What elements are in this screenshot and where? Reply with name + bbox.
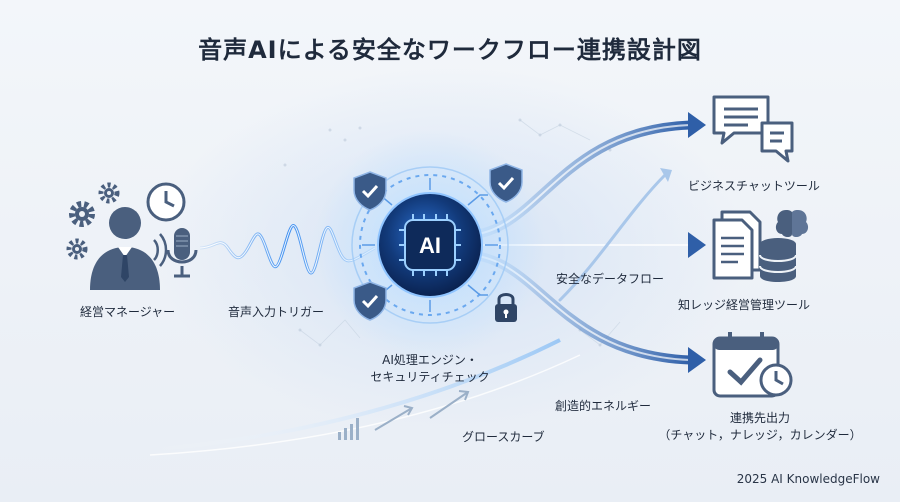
ai-chip-pins [399,214,461,276]
gear-icon [69,201,95,227]
chat-icon [712,95,794,163]
knowledge-tool-label: 知レッジ経営管理ツール [678,298,811,312]
voice-trigger-label: 音声入力トリガー [228,305,325,319]
shield-icon [489,163,523,203]
ai-core-ring-dashed [359,174,501,316]
growth-curve [149,338,561,452]
shield-icon [353,281,387,321]
growth-curve-label: グロースカーブ [462,430,545,444]
ai-badge-text: AI [419,233,441,258]
output-label-line1: 連携先出力 [729,411,790,425]
flow-arrow-small [558,173,667,302]
microphone-icon [166,228,198,278]
sound-wave-icon [153,233,168,267]
gear-icon [98,182,120,204]
footer-credit: 2025 AI KnowledgeFlow [736,472,880,486]
shield-icon [353,171,387,211]
brain-icon [775,210,809,237]
ai-engine-label-line2: セキュリティチェック [370,370,490,384]
ai-engine-label-line1: AI処理エンジン・ [382,353,478,367]
clock-icon [146,182,186,222]
growth-bars [338,418,359,440]
secure-flow-label: 安全なデータフロー [556,272,665,286]
growth-curve-glow [149,354,581,456]
arrow-heads [660,112,706,373]
database-icon [759,238,797,282]
business-chat-label: ビジネスチャットツール [688,179,820,193]
growth-arrows [374,390,470,431]
ai-core-ring-outer [351,166,509,324]
output-label-line2: （チャット，ナレッジ，カレンダー） [658,428,862,442]
page-title: 音声AIによる安全なワークフロー連携設計図 [198,36,702,64]
ai-engine-label: AI処理エンジン・ セキュリティチェック [355,352,505,386]
gear-icon [66,238,88,260]
clock-icon [759,363,793,397]
document-icon [712,210,762,280]
manager-label: 経営マネージャー [80,305,176,319]
creative-energy-label: 創造的エネルギー [555,399,652,413]
lock-icon [495,293,517,322]
manager-icon [90,207,160,290]
output-label: 連携先出力 （チャット，ナレッジ，カレンダー） [650,410,870,444]
